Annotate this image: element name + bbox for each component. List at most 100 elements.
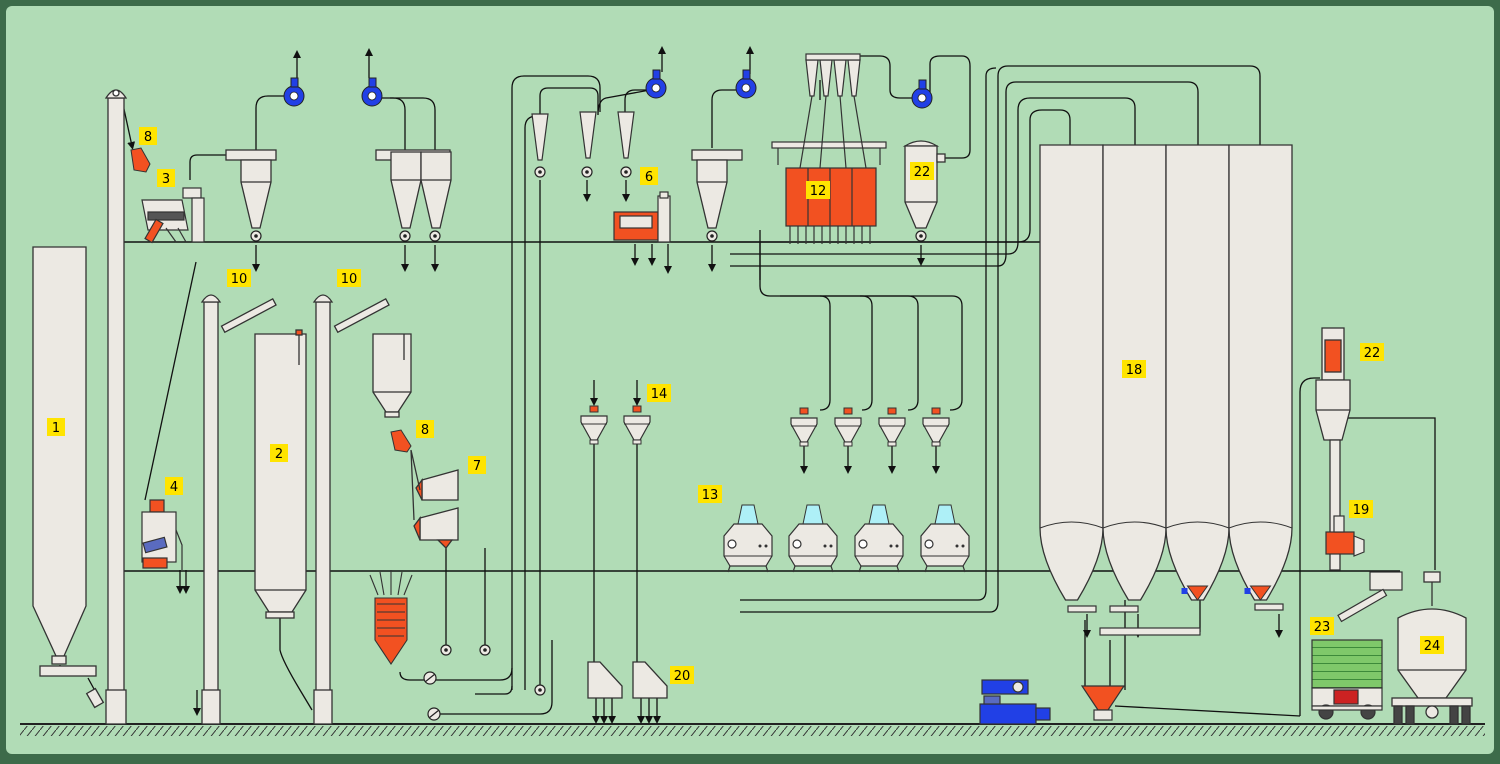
bag-filter-12 <box>771 53 887 244</box>
rotary-valve-icon-9 <box>440 644 452 656</box>
rotary-valve-icon-10 <box>479 644 491 656</box>
label-text-truck-23: 23 <box>1314 620 1331 635</box>
label-cleaner-3: 3 <box>157 169 175 187</box>
label-scourer-6: 6 <box>640 167 658 185</box>
label-text-conveyor-10-right: 10 <box>341 272 358 287</box>
label-tanker-24: 24 <box>1420 636 1444 654</box>
sifter-unit-1 <box>580 405 608 445</box>
sifter-unit-4 <box>834 407 862 447</box>
fan-icon <box>283 69 933 109</box>
fan-icon-3 <box>645 69 667 99</box>
label-text-dischargers-20: 20 <box>674 669 691 684</box>
bin-screw-conveyor <box>1067 603 1284 636</box>
flow-valve-icon-1 <box>423 671 437 685</box>
equipment-labels: 1 2 3 4 6 7 8 8 10 10 12 13 14 18 19 20 … <box>47 127 1444 684</box>
label-text-packer-19: 19 <box>1353 503 1370 518</box>
label-scale-8-mid: 8 <box>416 420 434 438</box>
label-text-scale-8-mid: 8 <box>421 423 429 438</box>
label-text-cyclone-22-top: 22 <box>914 165 931 180</box>
label-text-cyclone-22-right: 22 <box>1364 346 1381 361</box>
label-text-silo-1: 1 <box>52 421 60 436</box>
cyclone-pair <box>375 149 452 229</box>
label-cyclone-22-right: 22 <box>1360 343 1384 361</box>
loading-chute <box>1337 571 1403 623</box>
label-conveyor-10-left: 10 <box>227 269 251 287</box>
fan-icon-4 <box>735 69 757 99</box>
rotary-valve-icon-5 <box>915 230 927 242</box>
fan-icon-2 <box>361 77 383 107</box>
label-text-tanker-24: 24 <box>1424 639 1441 654</box>
cyclone-b <box>691 149 743 229</box>
huller-7 <box>410 449 459 549</box>
sifter-unit-3 <box>790 407 818 447</box>
fan-icon-5 <box>911 79 933 109</box>
grain-dryer <box>369 570 413 665</box>
rotary-valve-icon-3 <box>429 230 441 242</box>
label-text-filter-12: 12 <box>810 184 827 199</box>
label-huller-7: 7 <box>468 456 486 474</box>
packer-19 <box>1325 515 1365 557</box>
label-conveyor-10-right: 10 <box>337 269 361 287</box>
label-text-mills-13: 13 <box>702 488 719 503</box>
raw-silo-1 <box>32 246 105 709</box>
rotary-valve-icon-1 <box>250 230 262 242</box>
bucket-elevator-main <box>104 89 128 725</box>
scale-hopper <box>372 333 412 418</box>
label-text-bins-18: 18 <box>1126 363 1143 378</box>
label-truck-23: 23 <box>1310 617 1334 635</box>
label-text-scourer-6: 6 <box>645 170 653 185</box>
ground-icon <box>20 723 1485 736</box>
packing-hopper <box>1080 685 1126 721</box>
label-text-conveyor-10-left: 10 <box>231 272 248 287</box>
label-filter-12: 12 <box>806 181 830 199</box>
small-cyclones <box>531 111 635 161</box>
label-text-silo-2: 2 <box>275 447 283 462</box>
rotary-valve-icon-4 <box>706 230 718 242</box>
label-packer-19: 19 <box>1349 500 1373 518</box>
cyclone-22-right <box>1315 327 1351 571</box>
screw-conveyor-10-right <box>333 297 390 334</box>
label-silo-2: 2 <box>270 444 288 462</box>
cyclone-a <box>225 149 277 229</box>
label-cyclone-22-top: 22 <box>910 162 934 180</box>
separator-3 <box>141 187 205 244</box>
roller-mills-13 <box>723 504 970 573</box>
sifter-unit-2 <box>623 405 651 445</box>
storage-bin-4 <box>1228 144 1293 601</box>
scourer-6 <box>613 191 671 243</box>
bucket-elevator-a <box>200 294 222 725</box>
roller-mill-2 <box>788 504 838 573</box>
storage-bin-1 <box>1039 144 1104 601</box>
label-dischargers-20: 20 <box>670 666 694 684</box>
sifter-unit-6 <box>922 407 950 447</box>
fan-icon-1 <box>283 77 305 107</box>
roller-mill-3 <box>854 504 904 573</box>
bucket-elevator-b <box>312 294 334 725</box>
destoner-4 <box>141 499 183 570</box>
storage-bin-3 <box>1165 144 1230 601</box>
label-mills-13: 13 <box>698 485 722 503</box>
label-text-sifters-14: 14 <box>651 387 668 402</box>
label-sifters-14: 14 <box>647 384 671 402</box>
scale-8-top <box>130 147 151 173</box>
dischargers-20 <box>587 661 668 699</box>
label-text-scale-8-top: 8 <box>144 130 152 145</box>
label-text-destoner-4: 4 <box>170 480 178 495</box>
roller-mill-4 <box>920 504 970 573</box>
roller-mill-1 <box>723 504 773 573</box>
label-destoner-4: 4 <box>165 477 183 495</box>
storage-bins-18 <box>1039 144 1293 601</box>
rotary-valve-icon <box>250 166 927 721</box>
rotary-valve-icon-11 <box>534 684 546 696</box>
rotary-valve-icon-8 <box>620 166 632 178</box>
truck-23 <box>1311 639 1383 720</box>
flow-valve-icon-2 <box>427 707 441 721</box>
label-silo-1: 1 <box>47 418 65 436</box>
scale-8-mid <box>390 429 412 453</box>
tempering-silo-2 <box>254 329 307 619</box>
screw-conveyor-10-left <box>220 297 277 334</box>
rotary-valve-icon-2 <box>399 230 411 242</box>
label-text-cleaner-3: 3 <box>162 172 170 187</box>
pipework <box>59 55 1436 717</box>
